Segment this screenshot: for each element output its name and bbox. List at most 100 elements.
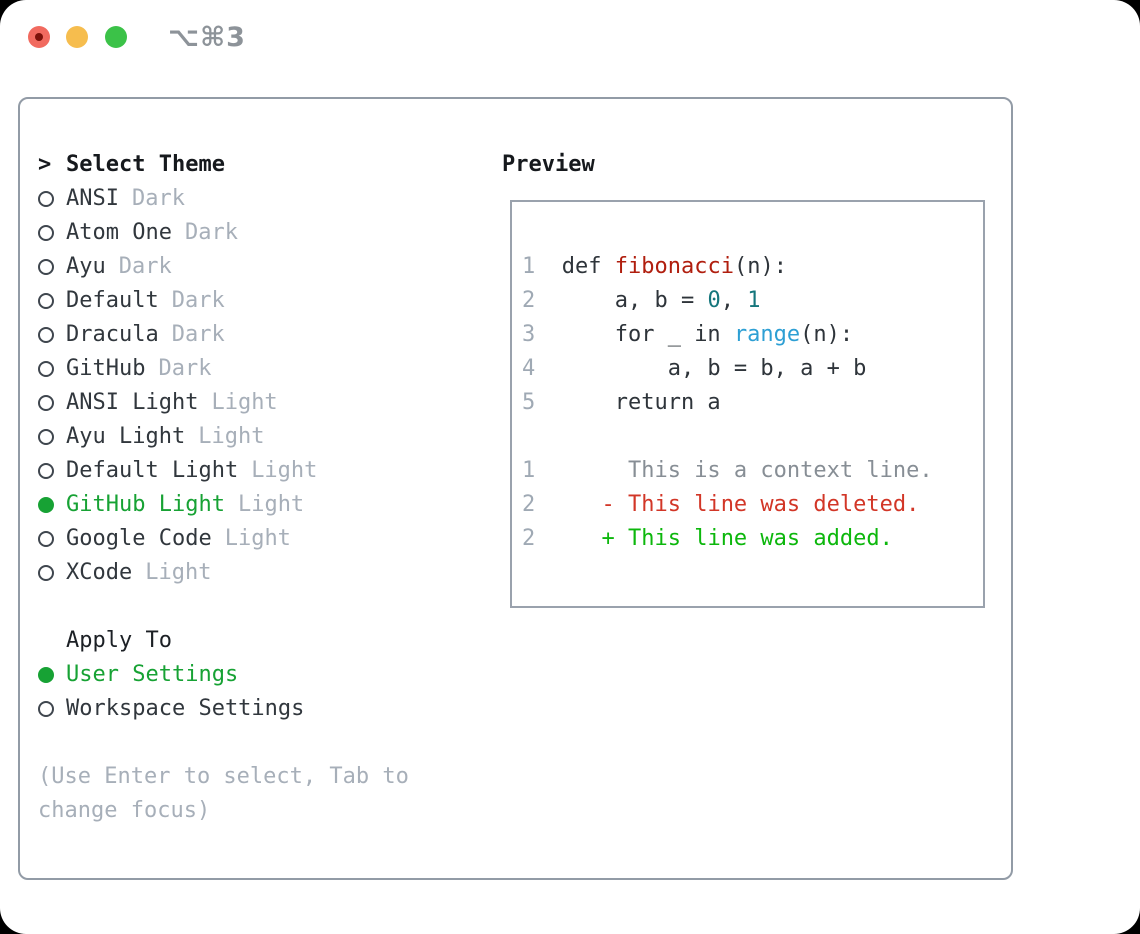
help-line: change focus) [38, 798, 211, 823]
preview-line: 2 + This line was added. [522, 522, 983, 556]
zoom-button[interactable] [105, 26, 127, 48]
line-number: 5 [522, 390, 536, 415]
code-segment [535, 492, 601, 517]
line-number: 1 [522, 458, 536, 483]
radio-unselected-icon [38, 361, 66, 377]
theme-name: Atom One [66, 220, 172, 245]
theme-name: ANSI [66, 186, 119, 211]
code-segment: 1 [747, 288, 761, 313]
unsaved-dot-icon [35, 33, 43, 41]
theme-option-ayu-light[interactable]: Ayu Light Light [38, 420, 409, 454]
theme-variant: Light [224, 526, 291, 551]
preview-line: 1 This is a context line. [522, 454, 983, 488]
help-line: (Use Enter to select, Tab to [38, 764, 409, 789]
line-number: 2 [522, 492, 536, 517]
theme-variant: Dark [158, 356, 212, 381]
code-segment: - This line was deleted. [601, 492, 920, 517]
apply-to-header: Apply To [38, 624, 409, 658]
theme-name: XCode [66, 560, 133, 585]
select-theme-label: Select Theme [66, 152, 225, 177]
theme-variant: Dark [118, 254, 172, 279]
apply-option-user-settings[interactable]: User Settings [38, 658, 409, 692]
code-segment: , [720, 288, 748, 313]
theme-name: Ayu [66, 254, 106, 279]
code-segment: fibonacci [614, 254, 734, 279]
code-segment: (n): [733, 254, 787, 279]
code-segment: range [733, 322, 801, 347]
spacer [38, 590, 409, 624]
preview-label: Preview [502, 152, 595, 177]
theme-variant: Dark [184, 220, 238, 245]
preview-line: 3 for _ in range(n): [522, 318, 983, 352]
theme-variant: Dark [171, 288, 225, 313]
radio-selected-icon [38, 667, 66, 683]
radio-unselected-icon [38, 463, 66, 479]
radio-unselected-icon [38, 395, 66, 411]
theme-name: Default Light [66, 458, 239, 483]
code-segment: return a [535, 390, 721, 415]
apply-option-label: Workspace Settings [66, 696, 305, 721]
radio-unselected-icon [38, 565, 66, 581]
line-number: 2 [522, 526, 536, 551]
code-segment: a, b = b, a + b [535, 356, 867, 381]
radio-unselected-icon [38, 259, 66, 275]
theme-variant: Light [251, 458, 318, 483]
spacer [38, 726, 409, 760]
line-number: 3 [522, 322, 536, 347]
radio-unselected-icon [38, 531, 66, 547]
preview-line: 4 a, b = b, a + b [522, 352, 983, 386]
apply-option-workspace-settings[interactable]: Workspace Settings [38, 692, 409, 726]
preview-line: 1 def fibonacci(n): [522, 250, 983, 284]
theme-option-default[interactable]: Default Dark [38, 284, 409, 318]
preview-line: 2 - This line was deleted. [522, 488, 983, 522]
code-segment: a, b = [535, 288, 708, 313]
radio-unselected-icon [38, 701, 66, 717]
radio-unselected-icon [38, 225, 66, 241]
apply-option-label: User Settings [66, 662, 239, 687]
theme-option-ansi-light[interactable]: ANSI Light Light [38, 386, 409, 420]
code-segment: (n): [800, 322, 854, 347]
prompt-icon: > [38, 152, 52, 177]
radio-selected-icon [38, 497, 66, 513]
theme-variant: Dark [171, 322, 225, 347]
theme-name: Dracula [66, 322, 159, 347]
code-segment: 0 [707, 288, 721, 313]
preview-line [522, 420, 983, 454]
minimize-button[interactable] [66, 26, 88, 48]
theme-option-github[interactable]: GitHub Dark [38, 352, 409, 386]
code-segment [535, 526, 601, 551]
help-text: (Use Enter to select, Tab to change focus… [38, 760, 409, 828]
theme-name: Ayu Light [66, 424, 186, 449]
theme-name: Default [66, 288, 159, 313]
theme-option-ayu[interactable]: Ayu Dark [38, 250, 409, 284]
line-number: 4 [522, 356, 536, 381]
code-segment: for _ in [535, 322, 734, 347]
apply-to-label: Apply To [66, 628, 172, 653]
theme-variant: Light [198, 424, 265, 449]
theme-variant: Light [237, 492, 305, 517]
line-number: 2 [522, 288, 536, 313]
theme-option-xcode[interactable]: XCode Light [38, 556, 409, 590]
preview-line: 2 a, b = 0, 1 [522, 284, 983, 318]
theme-option-default-light[interactable]: Default Light Light [38, 454, 409, 488]
theme-name: GitHub [66, 356, 146, 381]
theme-variant: Light [211, 390, 278, 415]
theme-name: ANSI Light [66, 390, 199, 415]
close-button[interactable] [28, 26, 50, 48]
theme-option-atom-one[interactable]: Atom One Dark [38, 216, 409, 250]
line-number: 1 [522, 254, 536, 279]
code-segment: + This line was added. [601, 526, 893, 551]
code-segment: This is a context line. [535, 458, 933, 483]
preview-line: 5 return a [522, 386, 983, 420]
radio-unselected-icon [38, 429, 66, 445]
theme-variant: Light [145, 560, 212, 585]
theme-option-dracula[interactable]: Dracula Dark [38, 318, 409, 352]
